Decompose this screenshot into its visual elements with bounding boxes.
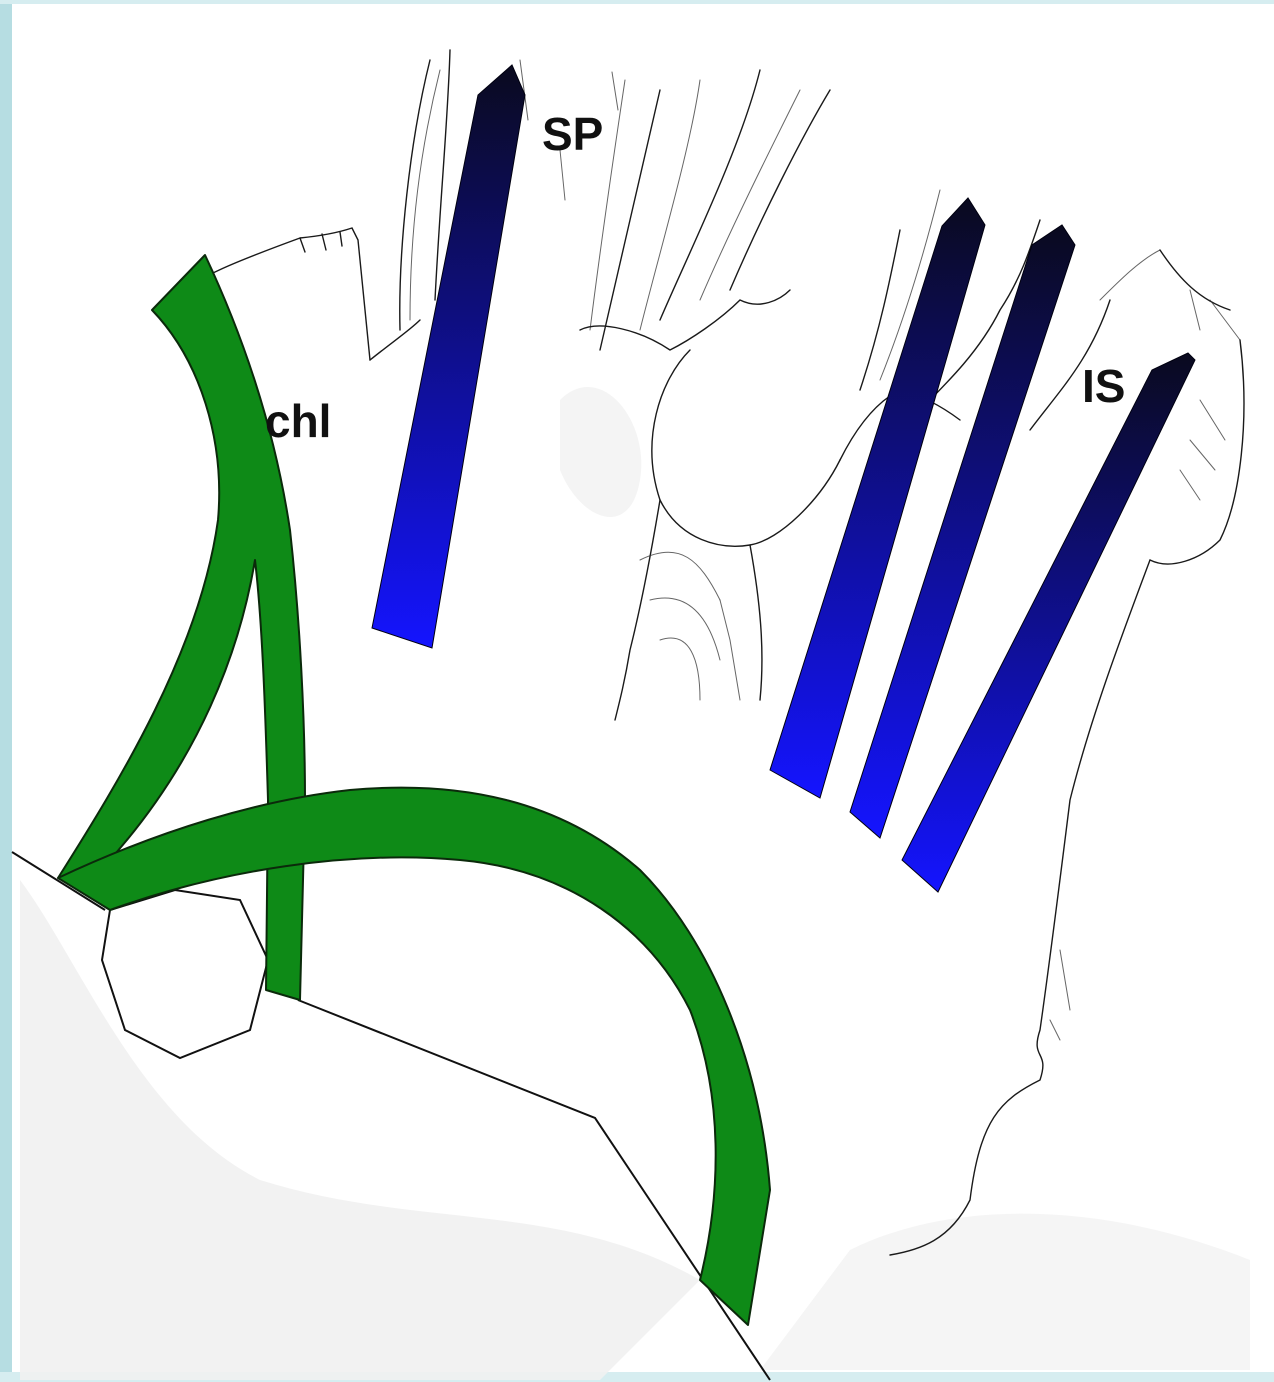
frame-top-border xyxy=(0,0,1274,4)
arrow-sp xyxy=(372,65,525,648)
frame-left-border xyxy=(0,0,12,1382)
coracoid-outline xyxy=(102,890,268,1058)
arrows xyxy=(372,65,1195,892)
label-chl: chl xyxy=(265,395,331,447)
label-is: IS xyxy=(1082,360,1125,412)
anatomy-sketch xyxy=(160,50,1244,1255)
label-sp: SP xyxy=(542,108,603,160)
